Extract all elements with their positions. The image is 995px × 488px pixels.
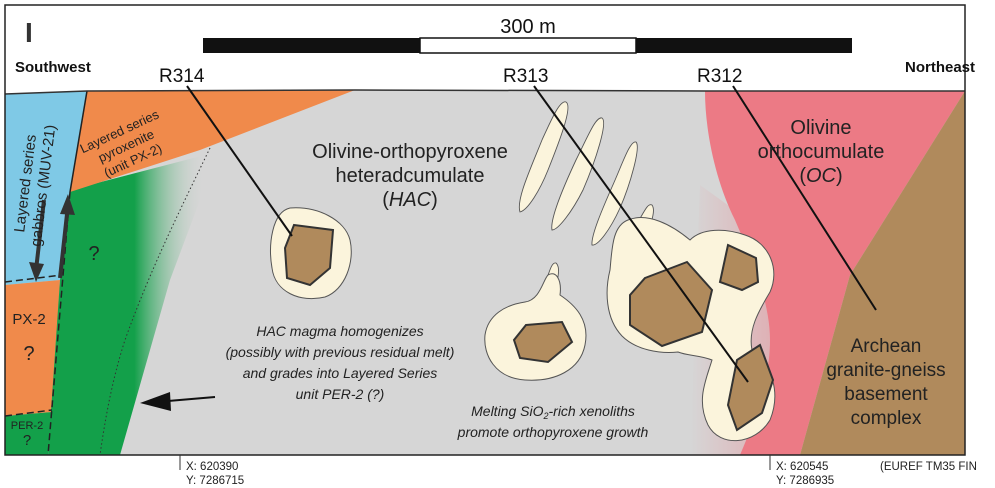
scale-bar-label: 300 m (500, 16, 556, 38)
coord-left-x: X: 620390 (186, 460, 244, 474)
coord-right-y: Y: 7286935 (776, 474, 834, 488)
oc-label-line1: Olivine (790, 117, 851, 139)
px2-question: ? (23, 343, 34, 365)
coord-right: X: 620545 Y: 7286935 (776, 460, 834, 488)
xenolith-note-line2: promote orthopyroxene growth (457, 424, 649, 440)
xenolith-note-line1: Melting SiO2-rich xenoliths (471, 403, 635, 421)
hac-label-line1: Olivine-orthopyroxene (312, 141, 508, 163)
scale-bar-segment-1 (203, 38, 420, 53)
hac-magma-note-line2: (possibly with previous residual melt) (226, 344, 455, 360)
direction-southwest: Southwest (15, 59, 91, 76)
per2-question: ? (23, 432, 31, 449)
coord-left-y: Y: 7286715 (186, 474, 244, 488)
coord-right-x: X: 620545 (776, 460, 834, 474)
hac-magma-note-line3: and grades into Layered Series (243, 365, 438, 381)
coord-left: X: 620390 Y: 7286715 (186, 460, 244, 488)
oc-label-line2: orthocumulate (758, 141, 885, 163)
direction-northeast: Northeast (905, 59, 975, 76)
basement-label-line4: complex (851, 408, 922, 429)
basement-label-line1: Archean (851, 336, 922, 357)
per2-label: PER-2 (11, 420, 43, 432)
panel-label: I (25, 17, 33, 48)
px2-label: PX-2 (12, 311, 45, 328)
basement-label-line2: granite-gneiss (826, 360, 945, 381)
scale-bar-segment-3 (636, 38, 852, 53)
hac-magma-note-line4: unit PER-2 (?) (296, 386, 385, 402)
scale-bar-segment-2 (420, 38, 636, 53)
oc-label-abbr: (OC) (799, 165, 842, 187)
drillhole-r312-label: R312 (697, 66, 742, 87)
basement-label-line3: basement (844, 384, 928, 405)
coord-system: (EUREF TM35 FIN (880, 460, 977, 474)
hac-label-abbr: (HAC) (382, 189, 438, 211)
green-zone-question: ? (88, 243, 99, 265)
hac-magma-note-line1: HAC magma homogenizes (256, 323, 423, 339)
drillhole-r314-label: R314 (159, 66, 205, 87)
drillhole-r313-label: R313 (503, 66, 548, 87)
hac-label-line2: heteradcumulate (336, 165, 485, 187)
